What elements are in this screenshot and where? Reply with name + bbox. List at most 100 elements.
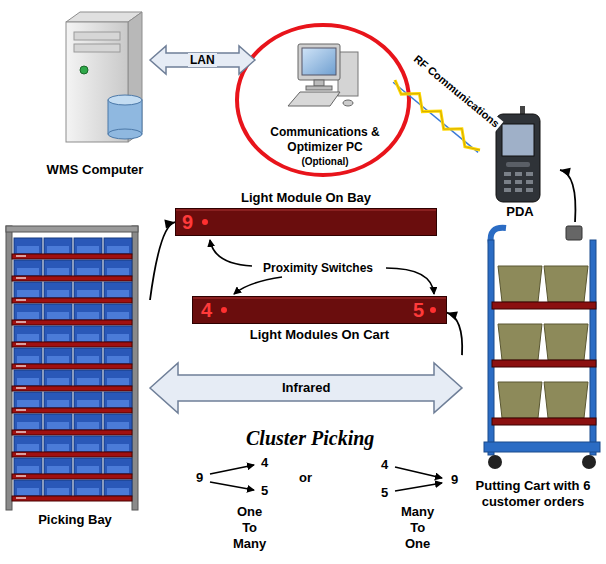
cart-light-module: 45Light Modules On Cart xyxy=(192,296,447,343)
illustration-part-part-part xyxy=(526,180,533,184)
illustration-part-part xyxy=(210,465,254,474)
illustration-part xyxy=(210,240,434,294)
illustration-part-part xyxy=(343,100,353,106)
illustration-part-part-part xyxy=(515,172,522,176)
illustration-part-part-part xyxy=(544,266,588,302)
led-digit: 9 xyxy=(182,211,193,233)
illustration-part-part-part xyxy=(492,302,596,309)
light-strip xyxy=(12,342,132,347)
bin-front xyxy=(17,356,39,363)
bin xyxy=(14,370,42,386)
connector xyxy=(560,168,575,222)
bin-front xyxy=(47,378,69,385)
bin-front xyxy=(77,488,99,495)
illustration-part-part-part xyxy=(492,418,596,425)
illustration-part-part xyxy=(395,483,442,491)
bin-front xyxy=(17,466,39,473)
bin xyxy=(104,260,132,276)
illustration-part-part xyxy=(386,268,434,294)
light-strip-shine xyxy=(16,255,26,257)
illustration-part-part xyxy=(237,25,409,175)
bin-front xyxy=(77,378,99,385)
bin-front xyxy=(17,268,39,275)
light-strip-shine xyxy=(16,321,26,323)
callout-label: Proximity Switches xyxy=(263,261,373,276)
illustration-part-part xyxy=(74,44,120,52)
illustration-part-part xyxy=(132,226,138,510)
bin-front xyxy=(47,290,69,297)
illustration-part-part xyxy=(566,226,582,240)
bin xyxy=(44,480,72,496)
bin-front xyxy=(107,356,129,363)
illustration-part xyxy=(210,465,442,491)
light-strip xyxy=(12,254,132,259)
putting-cart-node: Putting Cart with 6 customer orders xyxy=(462,222,604,512)
bin xyxy=(74,304,102,320)
curved-arrow xyxy=(560,170,575,222)
node-label: Communications & Optimizer PC xyxy=(270,125,380,155)
illustration-part-part xyxy=(6,226,12,510)
bin-front xyxy=(77,400,99,407)
bin xyxy=(104,326,132,342)
node-label: Putting Cart with 6 customer orders xyxy=(467,478,599,510)
bin xyxy=(104,392,132,408)
illustration-part-part-part xyxy=(492,360,596,367)
illustration-part-part xyxy=(582,455,596,469)
bin xyxy=(104,348,132,364)
light-strip xyxy=(12,408,132,413)
bin-front xyxy=(47,312,69,319)
bin xyxy=(44,304,72,320)
edge-label: Infrared xyxy=(280,380,332,395)
flow-caption: One To Many xyxy=(233,504,266,552)
light-strip xyxy=(12,474,132,479)
bin xyxy=(74,326,102,342)
illustration-part-part xyxy=(74,32,120,40)
illustration-part-part xyxy=(108,95,142,105)
led-dot xyxy=(221,307,227,313)
illustration-part-part-part xyxy=(544,324,588,360)
bin xyxy=(14,480,42,496)
illustration-part xyxy=(237,25,409,175)
bin xyxy=(74,238,102,254)
light-strip-shine xyxy=(16,277,26,279)
bin xyxy=(44,238,72,254)
bin xyxy=(14,326,42,342)
bin-front xyxy=(107,444,129,451)
bin xyxy=(74,436,102,452)
light-strip xyxy=(12,276,132,281)
bin xyxy=(104,238,132,254)
light-strip xyxy=(12,298,132,303)
illustration-part-part xyxy=(306,86,332,90)
bin xyxy=(74,414,102,430)
arrowhead xyxy=(560,168,571,177)
light-strip-shine xyxy=(16,343,26,345)
bin-front xyxy=(17,334,39,341)
light-module-bar: 45 xyxy=(192,296,447,324)
bin-front xyxy=(47,400,69,407)
callout-label: 5 xyxy=(381,485,388,501)
bin-front xyxy=(107,466,129,473)
picking-bay-node: Picking Bay xyxy=(0,222,150,534)
bin-front xyxy=(47,422,69,429)
connector xyxy=(150,46,255,74)
illustration-part-part xyxy=(338,52,358,96)
illustration-part-part xyxy=(502,124,534,156)
bin xyxy=(74,480,102,496)
callout-label: 5 xyxy=(261,483,268,499)
bin-front xyxy=(77,268,99,275)
bin-front xyxy=(107,422,129,429)
bin-front xyxy=(107,246,129,253)
light-strip-shine xyxy=(16,497,26,499)
bin xyxy=(104,282,132,298)
bin-front xyxy=(107,290,129,297)
illustration-part-part-part xyxy=(526,188,533,192)
bin-front xyxy=(107,312,129,319)
illustration-part-part-part xyxy=(498,266,542,302)
bin-front xyxy=(47,268,69,275)
bin-front xyxy=(17,312,39,319)
bin-front xyxy=(47,444,69,451)
bin xyxy=(14,348,42,364)
bin-front xyxy=(47,466,69,473)
bin xyxy=(104,370,132,386)
arrowhead xyxy=(164,220,175,229)
